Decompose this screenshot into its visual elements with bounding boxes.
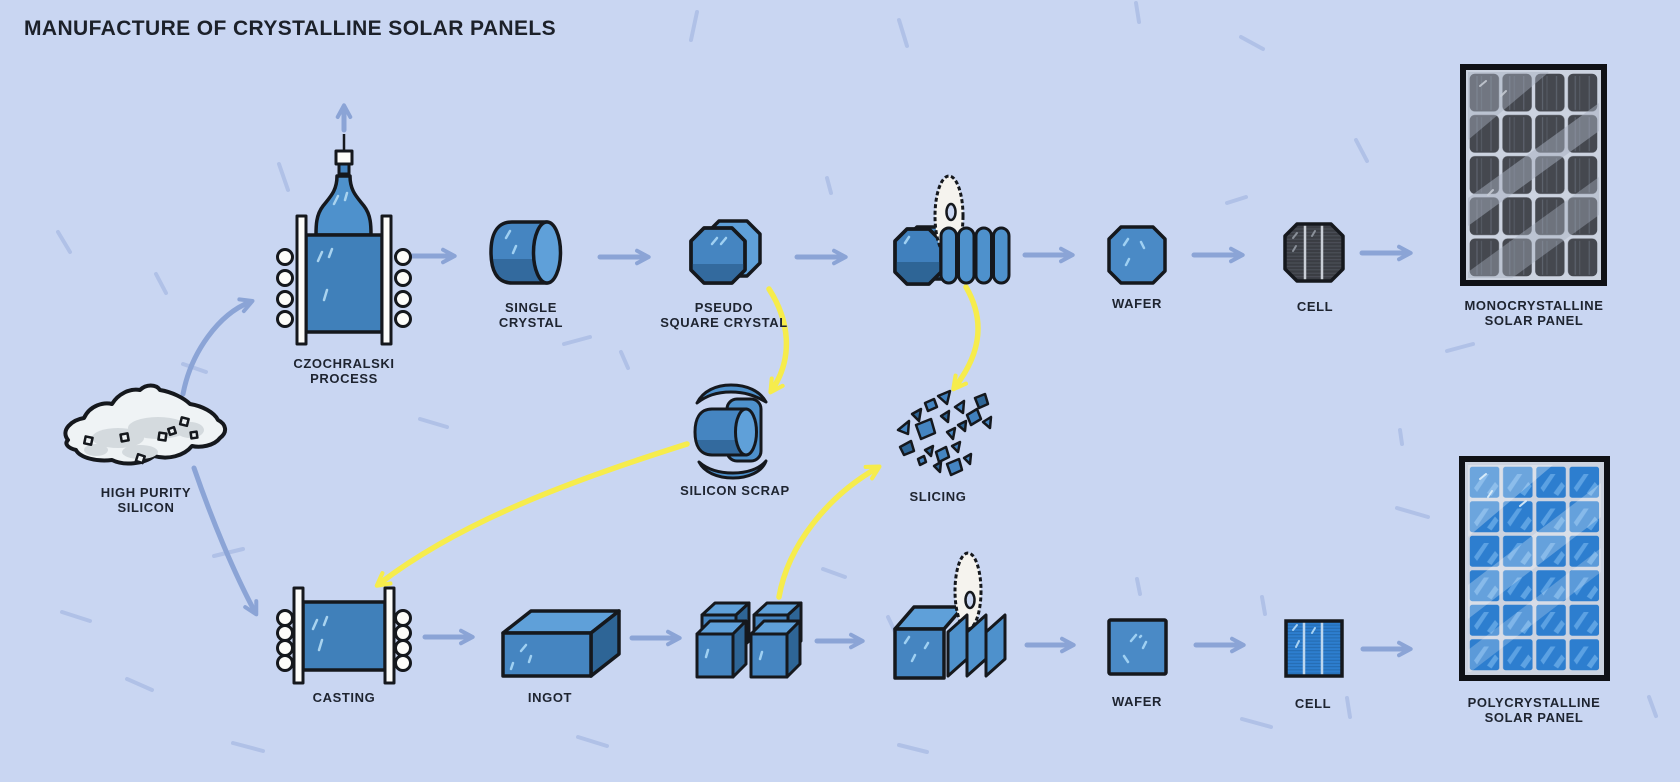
single-crystal-illustration [489, 220, 563, 285]
label-line: POLYCRYSTALLINE [1467, 695, 1601, 710]
label-line: CELL [1294, 696, 1332, 711]
arrow-silicon-to-czochralski-icon [180, 297, 255, 397]
wafer-mono-illustration [1107, 225, 1167, 285]
cell-poly-illustration [1284, 619, 1344, 678]
silicon-scrap-illustration [693, 383, 768, 480]
recycle-arrow-saw-to-slicing-icon [951, 284, 981, 392]
recycle-arrows [374, 284, 981, 600]
cell-mono-illustration [1283, 222, 1345, 283]
label-line: CELL [1296, 299, 1334, 314]
background-dashes-decoration [56, 1, 1658, 754]
slicing-shards-illustration [896, 389, 993, 477]
ingot-blocks-illustration [695, 601, 803, 679]
label-line: HIGH PURITY [100, 485, 192, 500]
arrow-silicon-to-casting-icon [191, 465, 259, 617]
czochralski-process-illustration [276, 134, 412, 346]
label-single-crystal: SINGLE CRYSTAL [499, 300, 563, 330]
label-polycrystalline-solar-panel: POLYCRYSTALLINE SOLAR PANEL [1468, 695, 1601, 725]
label-line: CRYSTAL [498, 315, 564, 330]
label-line: PROCESS [310, 371, 378, 386]
label-line: CZOCHRALSKI [293, 356, 395, 371]
label-line: SILICON [117, 500, 175, 515]
ingot-illustration [501, 609, 621, 678]
label-slicing: SLICING [910, 489, 967, 504]
label-wafer-mono: WAFER [1112, 296, 1162, 311]
label-high-purity-silicon: HIGH PURITY SILICON [101, 485, 191, 515]
high-purity-silicon-illustration [63, 383, 227, 466]
label-line: SILICON SCRAP [680, 483, 790, 498]
label-monocrystalline-solar-panel: MONOCRYSTALLINE SOLAR PANEL [1465, 298, 1604, 328]
monocrystalline-panel-illustration [1460, 64, 1607, 286]
label-line: SOLAR PANEL [1484, 710, 1584, 725]
diagram-title: MANUFACTURE OF CRYSTALLINE SOLAR PANELS [24, 17, 557, 40]
label-casting: CASTING [313, 690, 376, 705]
label-cell-mono: CELL [1297, 299, 1333, 314]
label-pseudo-square-crystal: PSEUDO SQUARE CRYSTAL [660, 300, 788, 330]
label-line: MONOCRYSTALLINE [1464, 298, 1604, 313]
label-line: SQUARE CRYSTAL [660, 315, 788, 330]
polycrystalline-panel-illustration [1459, 456, 1610, 681]
recycle-arrow-crystal-to-scrap-icon [766, 286, 790, 395]
casting-illustration [276, 586, 412, 685]
label-line: INGOT [527, 690, 573, 705]
label-line: WAFER [1112, 694, 1162, 709]
label-wafer-poly: WAFER [1112, 694, 1162, 709]
label-czochralski-process: CZOCHRALSKI PROCESS [293, 356, 394, 386]
wafer-poly-illustration [1107, 618, 1168, 676]
process-flow-arrows [180, 103, 1413, 658]
label-silicon-scrap: SILICON SCRAP [680, 483, 790, 498]
label-line: WAFER [1112, 296, 1162, 311]
label-line: SINGLE [505, 300, 557, 315]
pseudo-square-crystal-illustration [689, 219, 762, 285]
label-cell-poly: CELL [1295, 696, 1331, 711]
label-line: CASTING [312, 690, 376, 705]
recycle-arrow-blocks-to-slicing-icon [776, 464, 882, 600]
recycle-arrow-scrap-to-casting-icon [374, 441, 690, 588]
label-ingot: INGOT [528, 690, 572, 705]
label-line: SLICING [909, 489, 967, 504]
poly-slicing-illustration [893, 551, 1007, 680]
mono-slicing-illustration [893, 174, 1011, 286]
label-line: PSEUDO [694, 300, 754, 315]
label-line: SOLAR PANEL [1484, 313, 1584, 328]
